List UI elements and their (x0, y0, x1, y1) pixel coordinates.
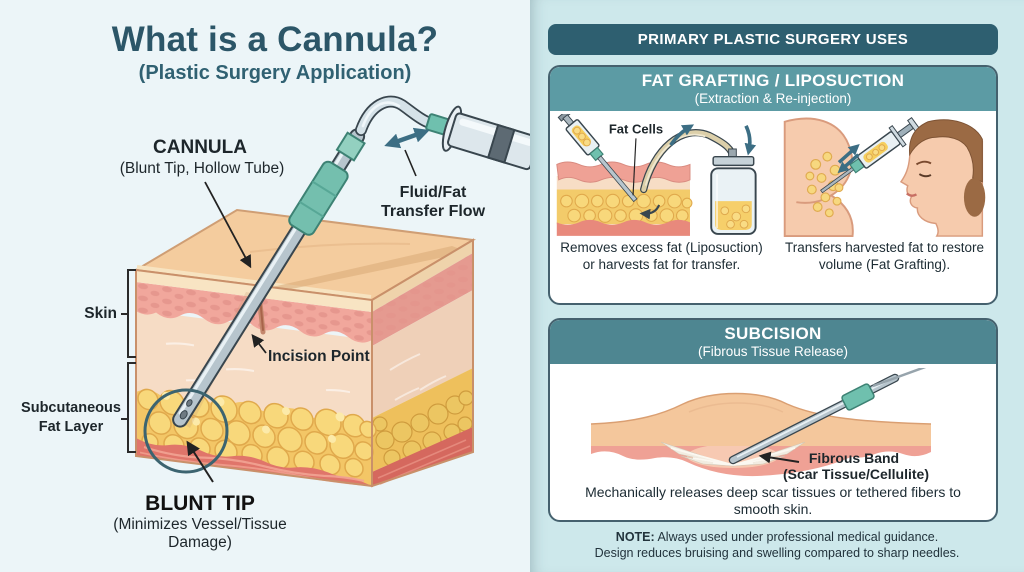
face-profile (899, 119, 986, 237)
incision-point-label: Incision Point (268, 348, 370, 365)
transfer-tube (355, 95, 436, 136)
page-title: What is a Cannula? (111, 20, 439, 59)
cannula-diagram: CANNULA (Blunt Tip, Hollow Tube) Fluid/F… (21, 95, 530, 551)
fat-grafting-title: FAT GRAFTING / LIPOSUCTION (641, 71, 905, 90)
subcision-header: SUBCISION (Fibrous Tissue Release) (550, 320, 996, 365)
flow-double-arrow (384, 127, 430, 149)
cannula-hub (841, 383, 875, 411)
note-line2: Design reduces bruising and swelling com… (594, 546, 960, 561)
syringe (425, 105, 530, 171)
fat-layer-bracket (121, 362, 136, 453)
cannula-sublabel: (Blunt Tip, Hollow Tube) (120, 160, 285, 177)
skin-surface-bump (591, 393, 931, 447)
note-line1: NOTE: Always used under professional med… (615, 530, 939, 544)
blunt-tip-pointer-arrow (186, 440, 214, 483)
transfer-arrow-up (837, 144, 860, 164)
syringe-plunger-seal (486, 123, 516, 164)
cannula-hub (288, 160, 349, 236)
lips (906, 192, 918, 197)
fibrous-band-label-line2: (Scar Tissue/Cellulite) (783, 466, 929, 482)
suction-curved-arrow (639, 204, 660, 220)
subcision-caption: Mechanically releases deep scar tissues … (585, 484, 961, 518)
skin-label: Skin (84, 305, 117, 322)
up-arrow (668, 124, 694, 147)
hair (909, 119, 983, 183)
tip-hole (179, 410, 188, 420)
subcision-cannula (728, 368, 927, 465)
liposuction-caption: Removes excess fat (Liposuction) or harv… (560, 240, 763, 272)
collection-jar (709, 148, 757, 235)
flow-pointer-line (404, 149, 417, 177)
skin-block-side-face (371, 238, 474, 488)
fat-grafting-header: FAT GRAFTING / LIPOSUCTION (Extraction &… (550, 67, 996, 112)
primary-uses-header: PRIMARY PLASTIC SURGERY USES (548, 24, 998, 55)
fat-grafting-caption: Transfers harvested fat to restore volum… (784, 240, 985, 272)
footer-note: NOTE: Always used under professional med… (530, 529, 1024, 562)
fat-grafting-figure: Transfers harvested fat to restore volum… (773, 111, 996, 273)
subcision-illustration: Fibrous Band (Scar Tissue/Cellulite) (590, 368, 932, 482)
primary-uses-title: PRIMARY PLASTIC SURGERY USES (637, 31, 909, 48)
skin-bracket (121, 269, 136, 358)
flow-label-line1: Fluid/Fat (400, 184, 467, 201)
fat-grafting-illustration (783, 117, 986, 238)
down-arrow (743, 125, 756, 156)
fibrous-band-pointer-arrow (758, 451, 800, 464)
liposuction-figure: Fat Cells (550, 111, 773, 273)
skin-block-top-face (132, 208, 477, 302)
cannula-label: CANNULA (153, 137, 247, 158)
hub-connector (335, 131, 366, 162)
blunt-tip-sublabel-line1: (Minimizes Vessel/Tissue (113, 516, 286, 533)
subcision-subtitle: (Fibrous Tissue Release) (697, 343, 849, 359)
note-bold: NOTE: (615, 530, 655, 544)
cannula-pointer-arrow (204, 181, 252, 269)
needle-extension (872, 368, 927, 388)
eyebrow (915, 160, 932, 166)
injected-fat-dots (805, 151, 844, 218)
blunt-tip-label: BLUNT TIP (145, 492, 255, 515)
fat-cells-label: Fat Cells (608, 122, 662, 137)
blunt-tip-sublabel-line2: Damage) (168, 534, 232, 551)
incision-pointer-arrow (251, 333, 267, 354)
closed-eye (918, 173, 932, 178)
fat-layer-label-line2: Fat Layer (39, 419, 104, 435)
hair-bun (963, 178, 986, 217)
page-subtitle: (Plastic Surgery Application) (138, 62, 412, 84)
subcision-title: SUBCISION (724, 324, 822, 343)
fibrous-band-label-line1: Fibrous Band (809, 450, 899, 466)
blunt-tip-highlight-circle (143, 388, 229, 474)
fat-grafting-panel: FAT GRAFTING / LIPOSUCTION (Extraction &… (548, 65, 998, 305)
transfer-arrow-down (837, 153, 860, 174)
mini-syringe (557, 114, 637, 203)
fat-layer-label-line1: Subcutaneous (21, 400, 121, 416)
liposuction-illustration: Fat Cells (555, 114, 757, 236)
mini-skin-block (555, 161, 692, 236)
fat-cells-pointer-line (631, 138, 637, 196)
subcision-panel: SUBCISION (Fibrous Tissue Release) (548, 318, 998, 522)
shaft-shadow-top (268, 246, 468, 291)
flow-label-line2: Transfer Flow (381, 203, 486, 220)
left-section: What is a Cannula? (Plastic Surgery Appl… (0, 0, 530, 572)
fat-grafting-subtitle: (Extraction & Re-injection) (694, 90, 852, 106)
tip-hole (186, 399, 193, 407)
right-section: PRIMARY PLASTIC SURGERY USES FAT GRAFTIN… (530, 0, 1024, 572)
face-skin (899, 121, 984, 237)
